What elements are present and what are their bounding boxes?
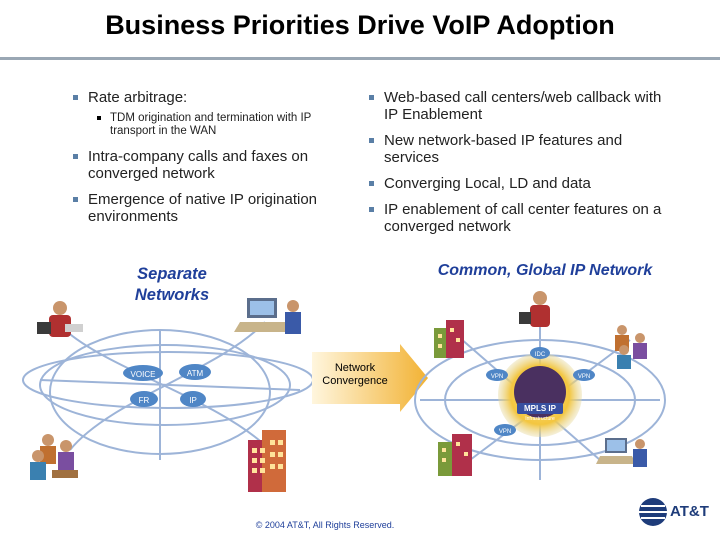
atm-label: ATM [187, 369, 204, 378]
common-network-label: Common, Global IP Network [437, 262, 653, 279]
bullet-converging: Converging Local, LD and data [366, 175, 666, 192]
network-bubbles: VOICE ATM FR IP [123, 364, 211, 407]
left-bullet-list: Rate arbitrage: TDM origination and term… [70, 89, 340, 234]
group-people-icon [30, 434, 78, 480]
convergence-arrow [312, 344, 428, 412]
building-icon-right-top [434, 320, 464, 358]
laptop-user-icon [234, 298, 301, 334]
building-icon [248, 430, 286, 492]
vpn-label-right: VPN [578, 374, 590, 380]
network-convergence-label: Network Convergence [322, 362, 388, 387]
fr-label: FR [139, 396, 150, 405]
ip-bubble [180, 391, 206, 407]
idc-label: IDC [535, 352, 546, 358]
vpn-bubble-left [486, 369, 508, 381]
vpn-bubble-right [573, 369, 595, 381]
ip-label: IP [189, 396, 197, 405]
bullet-intra-company: Intra-company calls and faxes on converg… [70, 148, 340, 182]
separate-networks-label: Separate Networks [134, 265, 210, 304]
bullet-web-call-centers: Web-based call centers/web callback with… [366, 89, 666, 123]
slide-title: Business Priorities Drive VoIP Adoption [105, 10, 615, 40]
mpls-badge [517, 403, 563, 414]
bullet-native-ip: Emergence of native IP origination envir… [70, 191, 340, 225]
laptop-user-icon-right [596, 438, 647, 467]
title-rule [0, 57, 720, 60]
bullet-new-features: New network-based IP features and servic… [366, 132, 666, 166]
building-icon-right-bottom [438, 434, 472, 476]
bullet-ip-enablement: IP enablement of call center features on… [366, 201, 666, 235]
copyright-footer: © 2004 AT&T, All Rights Reserved. [255, 520, 395, 530]
separate-networks-graphic [22, 321, 314, 460]
vpn-bubbles: IDC VPN VPN VPN [486, 347, 595, 436]
voice-bubble [123, 365, 163, 381]
group-people-icon-right [615, 325, 647, 369]
sub-bullet-tdm: TDM origination and termination with IP … [70, 112, 340, 138]
atm-bubble [179, 364, 211, 380]
person-icon [37, 301, 83, 337]
fr-bubble [130, 391, 158, 407]
bullet-rate-arbitrage: Rate arbitrage: [70, 89, 340, 106]
mpls-label: MPLS IP [524, 404, 557, 413]
att-logo-text: AT&T [670, 503, 709, 520]
vpn-bubble-bottom [494, 424, 516, 436]
idc-bubble [530, 347, 550, 359]
vpn-label-bottom: VPN [499, 429, 511, 435]
mpls-sub-label: Infrastructure [525, 416, 555, 422]
voice-label: VOICE [131, 370, 156, 379]
person-icon-right [519, 291, 550, 327]
right-bullet-list: Web-based call centers/web callback with… [366, 89, 666, 244]
vpn-label-left: VPN [491, 374, 503, 380]
att-logo-icon [639, 498, 667, 526]
